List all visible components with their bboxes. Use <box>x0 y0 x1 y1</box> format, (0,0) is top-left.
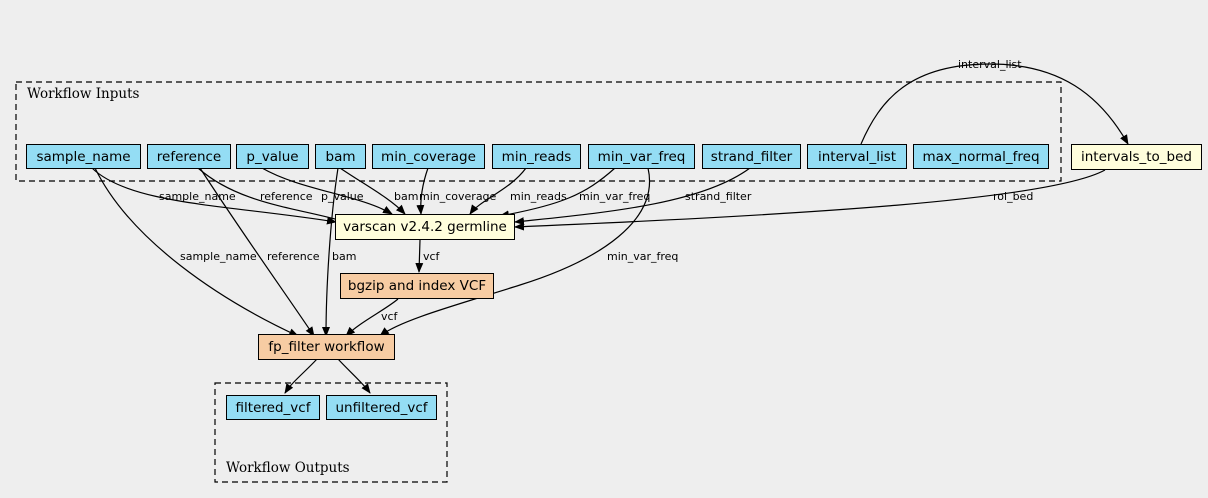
input-reference[interactable]: reference <box>147 144 231 169</box>
edge-roi-bed-varscan <box>514 169 1106 231</box>
edge-p-value-varscan <box>261 167 393 215</box>
edge-fp-filter-unfiltered-vcf <box>337 358 371 394</box>
edge-label-strand-filter: strand_filter <box>685 190 752 203</box>
outputs-cluster-border <box>214 382 448 483</box>
inputs-cluster-border <box>15 81 1062 182</box>
edge-min-coverage-varscan <box>416 167 429 215</box>
edge-bam-fp-filter <box>322 167 339 337</box>
edge-label-vcf-2: vcf <box>381 310 399 323</box>
edge-label-min-reads: min_reads <box>510 190 567 203</box>
inputs-cluster-label: Workflow Inputs <box>27 86 140 102</box>
edge-sample-name-fp-filter <box>94 167 299 337</box>
edge-min-var-freq-varscan <box>499 167 616 219</box>
input-min-reads[interactable]: min_reads <box>492 144 581 169</box>
edge-label-bam: bam <box>394 190 418 203</box>
input-max-normal-freq[interactable]: max_normal_freq <box>913 144 1049 169</box>
edge-label-reference-2: reference <box>267 250 320 263</box>
edge-label-p-value: p_value <box>321 190 364 203</box>
edge-label-vcf-1: vcf <box>423 250 441 263</box>
edge-label-sample-name: sample_name <box>159 190 236 203</box>
edge-fp-filter-filtered-vcf <box>284 358 318 394</box>
edge-reference-fp-filter <box>199 167 315 337</box>
edge-sample-name-varscan <box>91 167 337 225</box>
input-bam[interactable]: bam <box>315 144 366 169</box>
edge-min-var-freq-fp-filter <box>379 167 651 337</box>
input-sample-name[interactable]: sample_name <box>26 144 141 169</box>
edge-varscan-bgzip <box>415 239 424 273</box>
input-strand-filter[interactable]: strand_filter <box>702 144 801 169</box>
input-min-var-freq[interactable]: min_var_freq <box>588 144 695 169</box>
edge-label-reference: reference <box>260 190 313 203</box>
step-intervals-to-bed[interactable]: intervals_to_bed <box>1071 144 1202 170</box>
output-filtered-vcf[interactable]: filtered_vcf <box>226 395 320 420</box>
edge-bgzip-fp-filter <box>345 298 399 337</box>
step-fp-filter-workflow[interactable]: fp_filter workflow <box>258 334 395 360</box>
step-bgzip-index-vcf[interactable]: bgzip and index VCF <box>340 273 494 299</box>
step-varscan-germline[interactable]: varscan v2.4.2 germline <box>335 214 515 240</box>
edge-label-bam-2: bam <box>332 250 356 263</box>
edge-label-interval-list: interval_list <box>958 58 1022 71</box>
edge-reference-varscan <box>197 167 347 224</box>
edge-label-min-var-freq: min_var_freq <box>579 190 650 203</box>
edge-strand-filter-varscan <box>514 167 751 226</box>
input-p-value[interactable]: p_value <box>236 144 309 169</box>
edge-min-reads-varscan <box>469 167 527 215</box>
edge-bam-varscan <box>339 167 406 215</box>
input-interval-list[interactable]: interval_list <box>807 144 907 169</box>
input-min-coverage[interactable]: min_coverage <box>372 144 485 169</box>
edge-interval-list <box>860 63 1129 145</box>
edge-label-min-var-freq-2: min_var_freq <box>607 250 678 263</box>
output-unfiltered-vcf[interactable]: unfiltered_vcf <box>326 395 437 420</box>
edge-label-min-coverage: min_coverage <box>419 190 497 203</box>
outputs-cluster-label: Workflow Outputs <box>226 460 350 476</box>
edge-label-roi-bed: roi_bed <box>993 190 1033 203</box>
edge-label-sample-name-2: sample_name <box>180 250 257 263</box>
